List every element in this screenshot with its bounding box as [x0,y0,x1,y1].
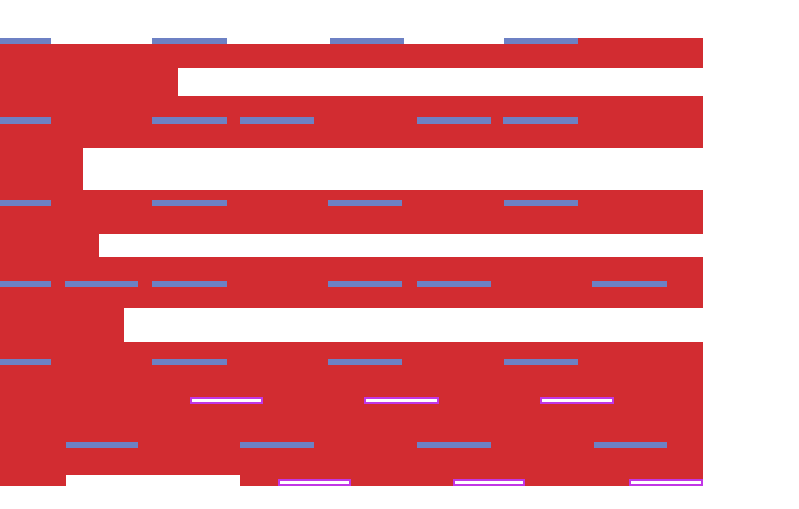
link-underline[interactable] [594,442,667,448]
redacted-text-block [0,475,66,486]
highlighted-link-underline[interactable] [364,397,439,404]
highlighted-link-underline[interactable] [278,479,351,486]
redacted-text-block [0,234,99,257]
link-underline[interactable] [504,200,578,206]
redacted-text-block [0,68,178,96]
link-underline[interactable] [66,442,138,448]
link-underline[interactable] [65,281,138,287]
link-underline[interactable] [152,200,227,206]
link-underline[interactable] [592,281,667,287]
link-underline[interactable] [503,117,578,124]
link-underline[interactable] [504,359,578,365]
link-underline[interactable] [330,38,404,44]
link-underline[interactable] [328,200,402,206]
link-underline[interactable] [328,281,402,287]
highlighted-link-underline[interactable] [190,397,263,404]
redacted-text-block [0,308,124,342]
link-underline[interactable] [152,359,227,365]
link-underline[interactable] [0,117,51,124]
link-underline[interactable] [417,117,491,124]
highlighted-link-underline[interactable] [453,479,525,486]
redacted-text-block [0,44,703,68]
link-underline[interactable] [152,281,227,287]
link-underline[interactable] [152,38,227,44]
highlighted-link-underline[interactable] [629,479,703,486]
redacted-text-block [0,148,83,190]
link-underline[interactable] [0,200,51,206]
link-underline[interactable] [0,281,51,287]
highlighted-link-underline[interactable] [540,397,614,404]
link-underline[interactable] [0,38,51,44]
link-underline[interactable] [417,442,491,448]
link-underline[interactable] [504,38,578,44]
link-underline[interactable] [240,442,314,448]
link-underline[interactable] [240,117,314,124]
link-underline[interactable] [152,117,227,124]
redacted-text-block [0,190,703,234]
link-underline[interactable] [417,281,491,287]
link-underline[interactable] [0,359,51,365]
redacted-text-block [0,96,703,148]
link-underline[interactable] [328,359,402,365]
redacted-text-block [578,38,703,44]
